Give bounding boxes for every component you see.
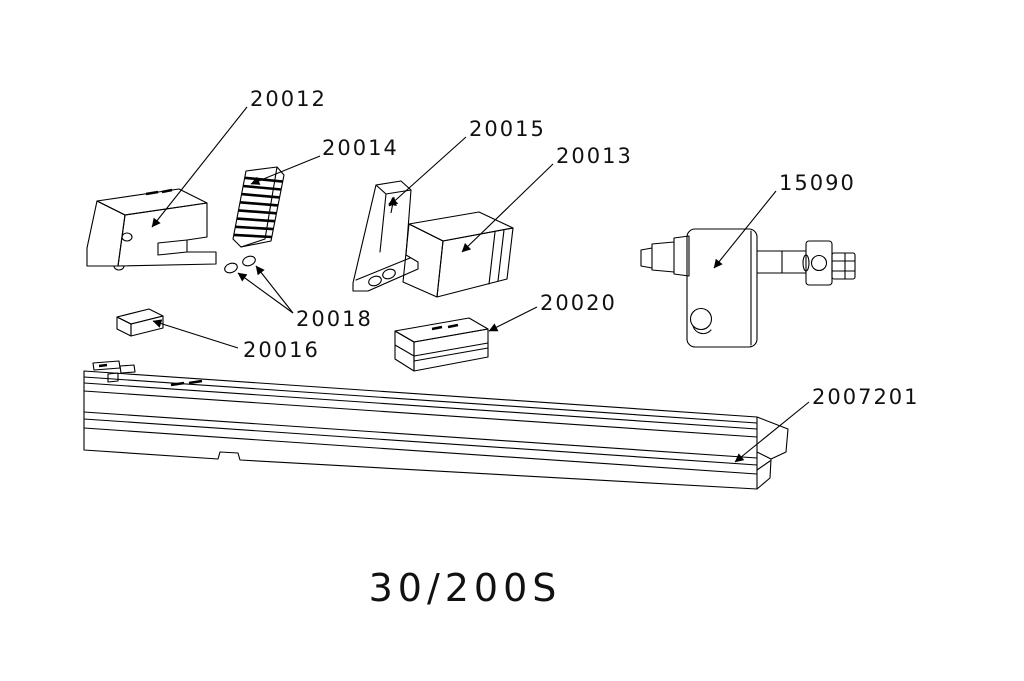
part-2007201-bed-rail [83,360,789,490]
part-20014-side-edge [240,166,278,248]
part-label-2007201: 2007201 [812,385,920,409]
part-15090-end-knob [831,252,856,280]
part-20012-step-face [117,202,217,267]
part-15090-flange-hole [810,254,828,272]
part-15090-spindle-assembly [640,228,856,348]
part-20016-right-face [130,315,164,337]
pin [368,275,382,287]
leader-20014 [250,155,321,185]
part-20015-face-edge [355,193,411,281]
part-20020-top-face [394,317,489,343]
pin [382,268,396,280]
leader-20018-a [237,272,294,314]
part-15090-boss-circle-bottom [692,325,712,335]
part-20015-wedge [352,180,419,292]
pin [242,255,256,267]
part-label-20020: 20020 [540,291,617,315]
leader-15090 [713,190,777,269]
part-20014-serrated-jaw-plate [232,166,285,248]
part-2007201-outline [83,370,789,490]
leader-20018-b [255,265,294,314]
part-label-20012: 20012 [250,87,327,111]
part-20013-top-face [408,211,514,242]
part-20015-body [352,184,419,292]
part-20013-right-face [436,227,514,298]
leader-20015 [388,136,467,207]
leader-lines [151,106,810,463]
leader-20013 [461,163,554,253]
part-20020-block [394,317,489,372]
part-20020-top-slots [431,323,459,331]
part-20012-step-line [157,239,188,256]
part-label-20015: 20015 [469,117,546,141]
part-label-20014: 20014 [322,136,399,160]
part-20012-jaw-body [86,188,217,271]
part-15090-nose-segments [640,235,690,277]
part-15090-body [686,228,758,348]
part-20013-front-face [402,223,444,298]
part-20016-front-face [116,316,132,337]
part-20013-jaw-block [402,211,514,298]
part-20015-direction-arrow [388,196,397,214]
part-2007201-slot-marks [98,363,203,387]
part-20012-hole [121,232,133,242]
part-2007201-left-tabs [92,360,136,383]
part-number-labels: 20012 20014 20015 20013 15090 20018 2001… [243,87,920,409]
part-label-20013: 20013 [556,144,633,168]
diagram-title: 30/200S [369,566,562,610]
leader-20020 [488,306,538,332]
part-label-15090: 15090 [779,171,856,195]
leader-2007201 [734,401,810,463]
part-20020-groove [394,342,489,362]
part-20013-chamfer-lines [488,229,505,285]
part-15090-end-knob-lines [831,252,856,280]
leader-20012 [151,106,248,228]
part-2007201-way-lines [83,376,758,475]
part-20012-front-face [86,200,126,267]
part-15090-shaft [756,250,807,274]
part-20012-top-slot-marks [145,188,173,196]
part-20018-pins [224,255,396,287]
part-label-20018: 20018 [296,307,373,331]
part-2007201-end-groove [756,451,772,471]
part-15090-shaft-end [802,254,810,272]
part-15090-flange [805,240,833,286]
pin [224,262,238,274]
part-label-20016: 20016 [243,338,320,362]
part-20012-bottom-notch [113,265,125,271]
leader-20016 [152,319,239,349]
part-20015-top-face [375,180,412,195]
part-20014-serrations [233,176,283,239]
part-15090-boss-circle-top [689,307,713,331]
part-20016-key [116,308,164,337]
